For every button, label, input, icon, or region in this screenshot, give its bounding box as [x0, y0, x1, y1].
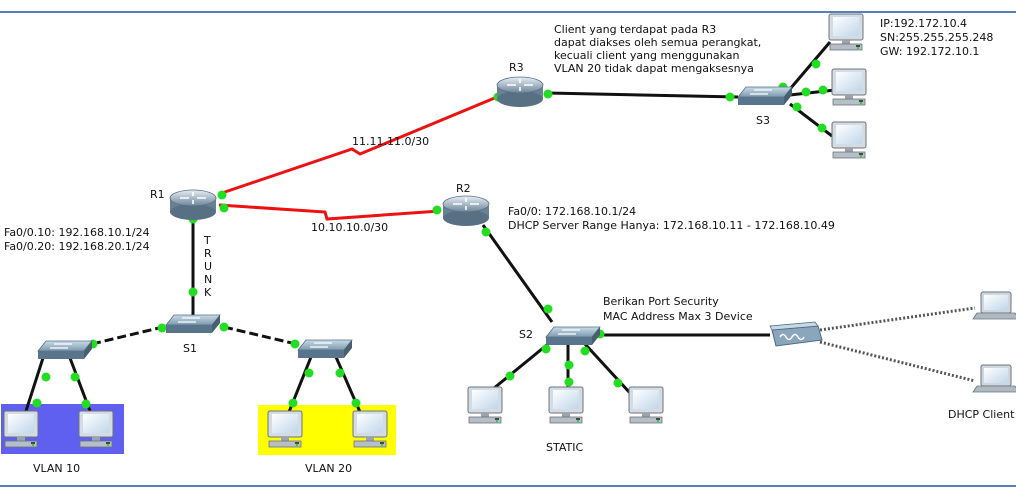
switch-vlan10[interactable] — [37, 340, 93, 360]
port-leds — [32, 59, 828, 409]
pc-s3-2[interactable] — [831, 68, 867, 106]
trunk-label: T R U N K — [203, 234, 212, 299]
link-r1-r3[interactable] — [218, 95, 498, 196]
pc-vlan10-1[interactable] — [3, 410, 39, 448]
svg-text:K: K — [204, 286, 212, 299]
pc-s3-3[interactable] — [831, 121, 867, 159]
static-label: STATIC — [546, 441, 583, 454]
svg-text:Fa0/0: 172.168.10.1/24: Fa0/0: 172.168.10.1/24 — [508, 205, 636, 218]
vlan20-label: VLAN 20 — [305, 462, 352, 475]
switch-s1[interactable] — [165, 314, 221, 334]
switch-vlan20[interactable] — [297, 339, 353, 359]
pc-static-3[interactable] — [628, 386, 664, 424]
switch-s2[interactable] — [545, 326, 601, 346]
pc-static-2[interactable] — [548, 386, 584, 424]
laptop-dhcp-2[interactable] — [972, 364, 1016, 393]
svg-text:N: N — [204, 273, 212, 286]
wireless-links — [819, 306, 976, 383]
s3-client-ip-info: IP:192.172.10.4 SN:255.255.255.248 GW: 1… — [880, 17, 993, 58]
svg-text:dapat diakses oleh semua peran: dapat diakses oleh semua perangkat, — [554, 36, 761, 49]
r2-dhcp-notes: Fa0/0: 172.168.10.1/24 DHCP Server Range… — [508, 205, 835, 232]
svg-text:IP:192.172.10.4: IP:192.172.10.4 — [880, 17, 967, 30]
pc-static-1[interactable] — [467, 386, 503, 424]
router-r2[interactable] — [442, 195, 490, 227]
svg-text:U: U — [204, 260, 212, 273]
svg-text:T: T — [203, 234, 211, 247]
s2-port-security-note: Berikan Port Security MAC Address Max 3 … — [603, 295, 753, 323]
svg-text:Fa0/0.10: 192.168.10.1/24: Fa0/0.10: 192.168.10.1/24 — [4, 226, 150, 239]
svg-text:Fa0/0.20: 192.168.20.1/24: Fa0/0.20: 192.168.20.1/24 — [4, 240, 150, 253]
r3-access-note: Client yang terdapat pada R3 dapat diaks… — [554, 23, 761, 75]
access-point[interactable] — [769, 321, 823, 347]
svg-text:SN:255.255.255.248: SN:255.255.255.248 — [880, 31, 993, 44]
svg-text:VLAN 20 tidak dapat mengaksesn: VLAN 20 tidak dapat mengaksesnya — [554, 62, 754, 75]
link-r1-r2-subnet: 10.10.10.0/30 — [311, 221, 388, 234]
svg-text:R: R — [204, 247, 212, 260]
svg-text:kecuali client yang menggunaka: kecuali client yang menggunakan — [554, 49, 740, 62]
s1-label: S1 — [183, 342, 197, 355]
router-r3[interactable] — [496, 76, 544, 108]
s3-label: S3 — [756, 114, 770, 127]
link-r1-r3-subnet: 11.11.11.0/30 — [352, 135, 429, 148]
svg-text:Berikan Port Security: Berikan Port Security — [603, 295, 719, 308]
vlan10-label: VLAN 10 — [33, 462, 80, 475]
svg-text:DHCP Server Range Hanya: 172.1: DHCP Server Range Hanya: 172.168.10.11 -… — [508, 219, 835, 232]
router-r1[interactable] — [169, 189, 217, 221]
svg-text:GW: 192.172.10.1: GW: 192.172.10.1 — [880, 45, 979, 58]
svg-text:Client yang terdapat pada R3: Client yang terdapat pada R3 — [554, 23, 716, 36]
r1-label: R1 — [150, 188, 165, 201]
switch-s3[interactable] — [737, 86, 793, 106]
link-r1-r2[interactable] — [218, 203, 441, 221]
r3-label: R3 — [509, 61, 524, 74]
pc-vlan10-2[interactable] — [78, 410, 114, 448]
pc-vlan20-2[interactable] — [352, 410, 388, 448]
pc-s3-1[interactable] — [828, 13, 864, 51]
pc-vlan20-1[interactable] — [267, 410, 303, 448]
trunk-links — [91, 325, 297, 346]
r1-subinterface-notes: Fa0/0.10: 192.168.10.1/24 Fa0/0.20: 192.… — [4, 226, 150, 253]
dhcp-client-label: DHCP Client — [948, 408, 1015, 421]
r2-label: R2 — [456, 182, 471, 195]
svg-text:MAC Address Max 3 Device: MAC Address Max 3 Device — [603, 310, 753, 323]
laptop-dhcp-1[interactable] — [972, 291, 1016, 320]
s2-label: S2 — [519, 328, 533, 341]
